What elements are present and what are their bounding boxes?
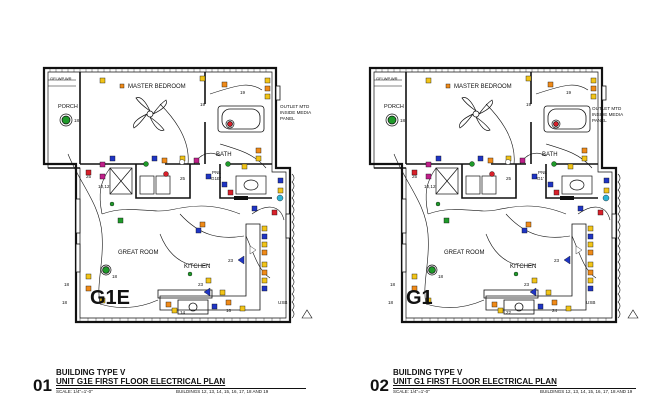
circuit-19: 19	[526, 102, 532, 107]
circuit-23: 23	[228, 258, 234, 263]
master-bedroom-label: MASTER BEDROOM	[128, 84, 186, 90]
buildings-text: BUILDINGS 12, 13, 14, 15, 16, 17, 18 AND…	[540, 389, 633, 394]
circuit-22: 22	[506, 310, 512, 315]
circuit-10-12: 10,12	[424, 184, 436, 189]
usb-label: USB	[278, 300, 287, 305]
circuit-18: 18	[112, 274, 118, 279]
scale-text: SCALE: 1/4"=1'-0"	[393, 389, 430, 394]
title-line2: UNIT G1E FIRST FLOOR ELECTRICAL PLAN	[56, 377, 226, 386]
outlet-note-line3: PANEL	[280, 116, 295, 121]
gfi-label: GFI,WP,WR	[50, 76, 72, 81]
circuit-18: 18	[400, 118, 406, 123]
drawing-number: 02	[370, 376, 389, 395]
circuit-19: 19	[240, 90, 246, 95]
usb-label: USB	[586, 300, 595, 305]
title-rule	[56, 388, 306, 389]
circuit-25: 25	[180, 176, 186, 181]
circuit-16: 16	[226, 308, 232, 313]
bath-label: BATH	[542, 152, 558, 158]
circuit-19: 19	[566, 90, 572, 95]
panel-label-1: PNL	[538, 170, 547, 175]
title-rule	[393, 388, 636, 389]
great-room-label: GREAT ROOM	[118, 250, 158, 256]
circuit-25: 25	[506, 176, 512, 181]
great-room-label: GREAT ROOM	[444, 250, 484, 256]
circuit-23: 23	[198, 282, 204, 287]
porch-label: PORCH	[58, 104, 78, 110]
circuit-18: 18	[390, 282, 396, 287]
title-line2: UNIT G1 FIRST FLOOR ELECTRICAL PLAN	[393, 377, 557, 386]
outlet-note-line2: INSIDE MEDIA	[592, 112, 624, 117]
outlet-note-line1: OUTLET MTD	[592, 106, 622, 111]
circuit-18: 18	[388, 300, 394, 305]
circuit-25: 25	[412, 174, 418, 179]
kitchen-label: KITCHEN	[184, 264, 210, 270]
circuit-14: 14	[180, 310, 186, 315]
plan-g1e: PORCH GFI,WP,WR MASTER BEDROOM BATH GREA…	[42, 66, 314, 324]
circuit-18: 18	[438, 274, 444, 279]
circuit-18: 18	[62, 300, 68, 305]
master-bedroom-label: MASTER BEDROOM	[454, 84, 512, 90]
circuit-24: 24	[552, 308, 558, 313]
kitchen-label: KITCHEN	[510, 264, 536, 270]
panel-label-2: 'G1'	[536, 176, 544, 181]
title-line1: BUILDING TYPE V	[393, 368, 463, 377]
circuit-23: 23	[524, 282, 530, 287]
outlet-note-line1: OUTLET MTD	[280, 104, 310, 109]
circuit-18: 18	[74, 118, 80, 123]
title-line1: BUILDING TYPE V	[56, 368, 126, 377]
circuit-19: 19	[200, 102, 206, 107]
circuit-18: 18	[64, 282, 70, 287]
drawing-number: 01	[33, 376, 52, 395]
panel-label-1: PNL	[212, 170, 221, 175]
bath-label: BATH	[216, 152, 232, 158]
gfi-label: GFI,WP,WR	[376, 76, 398, 81]
plan-g1: PORCH GFI,WP,WR MASTER BEDROOM BATH GREA…	[368, 66, 640, 324]
buildings-text: BUILDINGS 12, 13, 14, 15, 16, 17, 18 AND…	[176, 389, 269, 394]
panel-label-2: 'G1E'	[210, 176, 221, 181]
circuit-10-12: 10,12	[98, 184, 110, 189]
scale-text: SCALE: 1/4"=1'-0"	[56, 389, 93, 394]
porch-label: PORCH	[384, 104, 404, 110]
unit-label: G1E	[90, 287, 130, 309]
unit-label: G1	[406, 287, 433, 309]
circuit-25: 25	[86, 174, 92, 179]
outlet-note-line2: INSIDE MEDIA	[280, 110, 312, 115]
outlet-note-line3: PANEL	[592, 118, 607, 123]
circuit-23: 23	[554, 258, 560, 263]
